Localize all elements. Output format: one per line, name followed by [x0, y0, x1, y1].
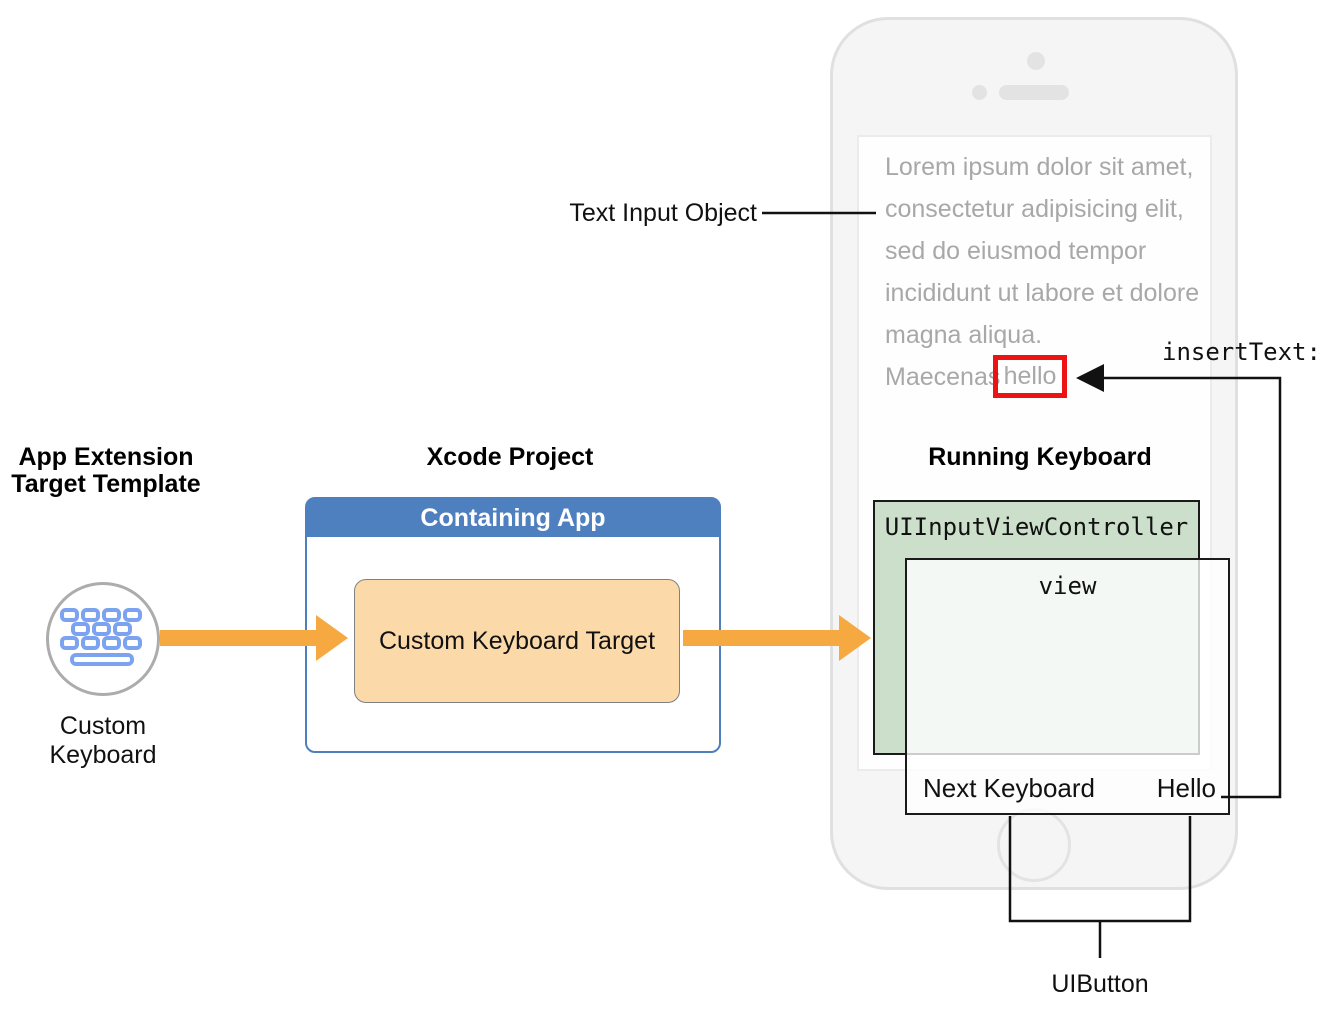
lorem-line: Maecenas: [885, 363, 1001, 391]
app-extension-title: App Extension Target Template: [0, 444, 212, 498]
text-input-object-label: Text Input Object: [569, 199, 757, 227]
custom-keyboard-badge: [46, 582, 160, 696]
keyboard-icon: [60, 608, 142, 666]
phone-speaker-icon: [999, 85, 1069, 100]
uiinputviewcontroller-label: UIInputViewController: [884, 513, 1189, 541]
phone-home-button: [997, 808, 1071, 882]
inserted-word: hello: [1003, 362, 1057, 390]
custom-keyboard-target-box: Custom Keyboard Target: [354, 579, 680, 703]
custom-keyboard-caption: Custom Keyboard: [3, 712, 203, 770]
containing-app-header: Containing App: [307, 499, 719, 537]
custom-keyboard-caption-line1: Custom: [59, 712, 147, 740]
app-extension-title-line1: App Extension: [18, 443, 194, 471]
xcode-project-title: Xcode Project: [426, 443, 594, 471]
lorem-line: sed do eiusmod tempor: [885, 237, 1147, 265]
view-label: view: [1038, 572, 1097, 600]
lorem-line: consectetur adipisicing elit,: [885, 195, 1184, 223]
custom-keyboard-caption-line2: Keyboard: [49, 741, 157, 769]
app-extension-title-line2: Target Template: [11, 470, 201, 498]
lorem-line: Lorem ipsum dolor sit amet,: [885, 153, 1194, 181]
phone-camera-icon: [1027, 52, 1045, 70]
next-keyboard-button[interactable]: Next Keyboard: [923, 773, 1095, 803]
hello-button[interactable]: Hello: [1156, 773, 1216, 803]
phone-sensor-icon: [972, 85, 987, 100]
lorem-line: magna aliqua.: [885, 321, 1043, 349]
lorem-text-block: Lorem ipsum dolor sit amet, consectetur …: [885, 146, 1215, 398]
view-box: view Next Keyboard Hello: [905, 558, 1230, 815]
custom-keyboard-target-label: Custom Keyboard Target: [378, 626, 656, 655]
running-keyboard-title: Running Keyboard: [928, 443, 1152, 471]
uibutton-label: UIButton: [1051, 970, 1149, 998]
insert-text-label: insertText:: [1162, 338, 1321, 366]
inserted-word-highlight: hello: [993, 355, 1067, 398]
lorem-line: incididunt ut labore et dolore: [885, 279, 1200, 307]
